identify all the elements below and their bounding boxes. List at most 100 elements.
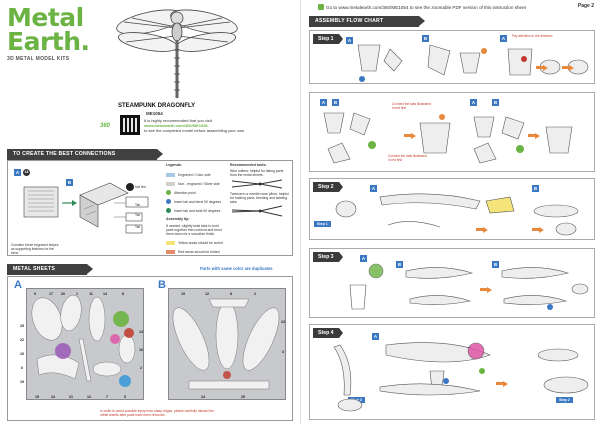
part-number-b: 3: [282, 350, 284, 354]
part-number-b: 8: [230, 292, 232, 296]
tool-wire-cutters: Wire cutters: helpful for taking parts f…: [230, 169, 284, 177]
flow-arrow: [562, 64, 574, 71]
step-2-illustration: [335, 193, 579, 236]
part-number-b: 2: [254, 292, 256, 296]
flow-arrow: [536, 64, 548, 71]
connections-box: A 18 B fold line Tab Tab Tab Consider th: [7, 160, 293, 256]
flow-arrow: [480, 286, 492, 293]
part-number-a: 22: [20, 338, 24, 342]
part-label-a: A: [372, 333, 379, 340]
step-2-tag: Step 2: [313, 182, 343, 192]
wire-cutters-icon: [231, 179, 283, 189]
part-label-a: A: [470, 99, 477, 106]
step-4-tag: Step 4: [313, 328, 343, 338]
part-number: 18: [23, 169, 30, 176]
step-1b-panel: A B A B Connect the tabs illustrated in …: [309, 92, 595, 172]
sheet-a-label: A: [14, 279, 22, 291]
info-line-2: to see the completed model before assemb…: [144, 128, 245, 134]
part-label-a: A: [370, 185, 377, 192]
part-label-a: A: [500, 35, 507, 42]
diagram-label-tab-2: Tab: [135, 213, 141, 217]
part-label-b: B: [492, 261, 499, 268]
model-name: STEAMPUNK DRAGONFLY: [118, 103, 196, 109]
part-label-a: A: [360, 255, 367, 262]
connect-red-note-1: Connect the tabs illustrated in red firs…: [392, 102, 431, 110]
brand-subtitle: 3D METAL MODEL KITS: [7, 56, 70, 62]
legend-item: Yellow areas should be curled: [166, 238, 226, 247]
step-3-panel: Step 3 A B B: [309, 248, 595, 318]
connection-diagram: [23, 182, 149, 234]
tools-title: Recommended tools:: [230, 163, 267, 167]
diagram-label-tab-3: Tab: [135, 225, 141, 229]
model-info: It is highly recommended that you visit …: [144, 118, 284, 134]
bend-caption: Consider these engraved stripes as suppo…: [11, 243, 59, 255]
part-number-a: 7: [106, 395, 108, 399]
part-number-a: 19: [20, 380, 24, 384]
part-number-a: 2: [140, 366, 142, 370]
part-number-a: 10: [20, 352, 24, 356]
step-1b-illustration: [323, 112, 573, 164]
brand-title-line2: Earth.: [7, 27, 90, 56]
part-label-b: B: [66, 179, 73, 186]
part-number-a: 13: [139, 330, 143, 334]
metal-sheet-b: 19 12 8 2 23 3 24 25: [168, 288, 286, 400]
direction-note: Pay attention to the direction: [512, 34, 553, 38]
part-number-a: 25: [20, 324, 24, 328]
duplicate-hint: Parts with same color are duplicates: [200, 266, 273, 271]
right-page: Page 2 Go to www.metalearth.com/360/ME10…: [300, 0, 600, 424]
step-ref-tag: Step 1: [314, 221, 331, 227]
part-label-b: B: [396, 261, 403, 268]
part-number-b: 19: [181, 292, 185, 296]
part-number-b: 12: [205, 292, 209, 296]
step-1-panel: Step 1 A B A Pay attention to the direct…: [309, 30, 595, 84]
info-link[interactable]: www.metalearth.com/360/ME1054: [144, 123, 208, 129]
flow-arrow: [476, 226, 488, 233]
part-number-a: 21: [69, 395, 73, 399]
part-label-a: A: [346, 37, 353, 44]
recommended-tools: Recommended tools: Wire cutters: helpful…: [230, 163, 290, 219]
zoomable-pdf-link[interactable]: Go to www.metalearth.com/360/ME1054 to s…: [318, 4, 526, 10]
step-4-illustration: [333, 342, 589, 412]
part-number-a: 14: [103, 292, 107, 296]
legend-item: Insert tab and bend 90 degrees: [166, 197, 226, 206]
metal-sheets-title: METAL SHEETS: [7, 264, 93, 275]
left-page: Metal Earth. 3D METAL MODEL KITS STEAMPU…: [7, 5, 293, 421]
step-4-panel: Step 4 Step 3 Step 2 A B: [309, 324, 595, 420]
part-number-b: 25: [241, 395, 245, 399]
part-label-b: B: [532, 185, 539, 192]
tool-pliers: Tweezers or needle nose pliers: helpful …: [230, 192, 289, 204]
legend: Legends: Engraved / Color side Non - eng…: [166, 163, 226, 256]
diagram-label-tab-1: Tab: [135, 203, 141, 207]
qr-code-icon[interactable]: [120, 115, 140, 135]
legend-item: Attention point: [166, 188, 226, 197]
assembly-tip-title: Assembly tip:: [166, 217, 190, 221]
step-2-panel: Step 2 Step 1 A B: [309, 178, 595, 240]
part-number-a: 6: [21, 366, 23, 370]
part-label-b: B: [332, 99, 339, 106]
legend-item: Red areas should be folded: [166, 247, 226, 256]
part-number-a: 17: [49, 292, 53, 296]
page-number: Page 2: [577, 3, 594, 9]
assembly-tip: If needed, slightly twist tabs to hold p…: [166, 224, 222, 236]
flow-chart-title: ASSEMBLY FLOW CHART: [309, 16, 425, 27]
step-1-illustration: [357, 44, 589, 82]
flow-arrow: [532, 226, 544, 233]
part-number-a: 8: [122, 292, 124, 296]
dragonfly-illustration: [116, 9, 238, 98]
connect-red-note-2: Connect the tabs illustrated in red firs…: [388, 154, 427, 162]
legend-item: Insert tab and twist 90 degrees: [166, 206, 226, 215]
diagram-label-fold: fold line: [135, 185, 146, 189]
legend-item: Non - engraved / Silver side: [166, 179, 226, 188]
flow-arrow: [404, 132, 416, 139]
part-number-a: 16: [139, 348, 143, 352]
step-3-tag: Step 3: [313, 252, 343, 262]
part-number-a: 15: [35, 395, 39, 399]
metal-sheet-a: 9 17 20 1 11 14 8 25 22 10 6 19 13 16 2 …: [20, 288, 144, 400]
legend-title: Legends:: [166, 163, 182, 167]
part-number-a: 11: [89, 292, 93, 296]
sheet-b-parts: [172, 298, 280, 390]
part-number-a: 9: [34, 292, 36, 296]
safety-warning: In order to avoid possible injury from s…: [100, 409, 214, 417]
flow-arrow: [528, 132, 540, 139]
info-line-1: It is highly recommended that you visit: [144, 118, 212, 123]
